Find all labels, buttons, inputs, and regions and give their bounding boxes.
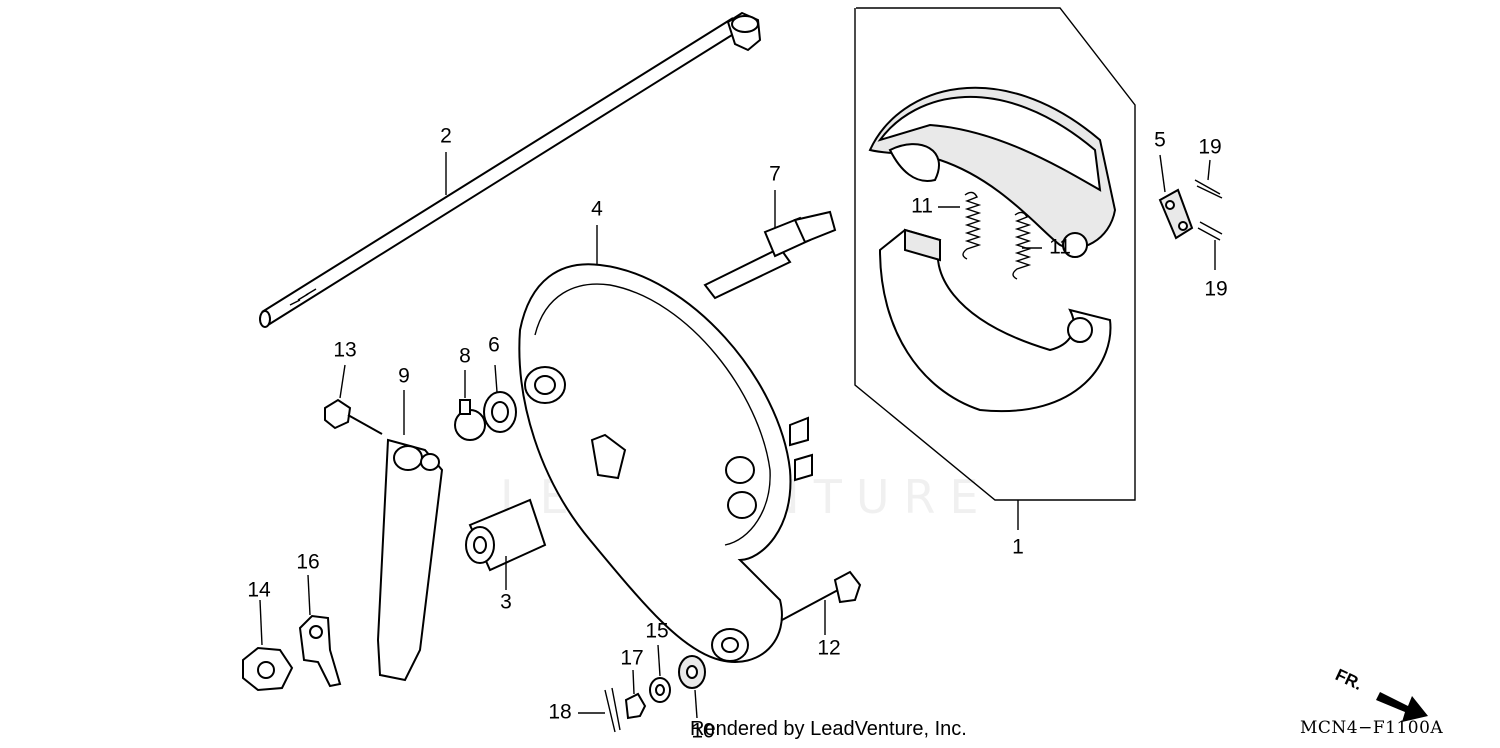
bracket-16-part (298, 574, 342, 688)
front-direction-arrow (1376, 692, 1428, 722)
callout-19a: 19 (1198, 136, 1221, 159)
callout-8: 8 (459, 345, 471, 368)
callout-4: 4 (591, 198, 603, 221)
callout-9: 9 (398, 365, 410, 388)
indicator-part (454, 370, 486, 441)
nut-part (242, 599, 294, 692)
callout-14: 14 (247, 579, 271, 602)
dust-seal-part (483, 364, 517, 433)
callout-11b: 11 (1049, 236, 1071, 259)
callout-19b: 19 (1204, 278, 1227, 301)
callout-15: 15 (645, 620, 668, 643)
callout-13: 13 (333, 339, 356, 362)
callout-1: 1 (1012, 536, 1024, 559)
callout-12: 12 (817, 637, 840, 660)
callout-7: 7 (769, 163, 781, 186)
collar-part (465, 498, 547, 590)
callout-10: 10 (691, 720, 714, 743)
callout-11a: 11 (911, 195, 933, 218)
shoe-plate-part (1158, 154, 1223, 270)
bolt-13-part (324, 364, 383, 435)
callout-18: 18 (548, 701, 571, 724)
callout-2: 2 (440, 125, 452, 148)
brake-arm-part (376, 390, 444, 682)
brake-shoe-set (854, 7, 1136, 530)
callout-17: 17 (620, 647, 643, 670)
callout-15-16: 16 (296, 551, 319, 574)
diagram-code: MCN4−F1100A (1300, 718, 1444, 738)
bolt-12-part (781, 570, 862, 635)
rendered-by-credit: Rendered by LeadVenture, Inc. (690, 718, 967, 740)
callout-6: 6 (488, 334, 500, 357)
brake-panel-part (518, 225, 813, 663)
small-hardware (578, 644, 706, 733)
axle-part (259, 11, 762, 328)
callout-5: 5 (1154, 129, 1166, 152)
callout-3: 3 (500, 591, 512, 614)
brake-cam-part (703, 190, 837, 300)
